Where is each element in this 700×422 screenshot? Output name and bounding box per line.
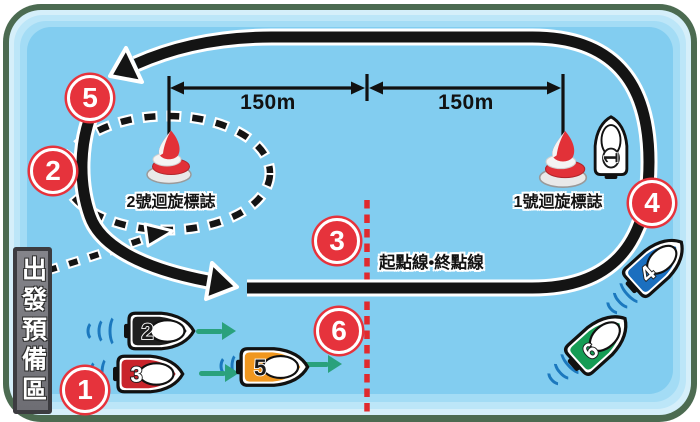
staging-area-sign-text: 出發預備區: [18, 255, 47, 406]
motion-arrow-head: [328, 355, 342, 373]
distance-left-label: 150m: [240, 91, 296, 114]
dashed-arrowhead: [143, 222, 175, 248]
boat-icon: 1: [593, 115, 629, 179]
sequence-marker-4: 4: [629, 180, 675, 226]
buoy-1-label: 1號迴旋標誌: [513, 194, 603, 211]
boat-3: 3: [113, 353, 187, 396]
buoy-2-label: 2號迴旋標誌: [126, 194, 216, 211]
boat-number: 3: [130, 362, 142, 387]
distance-right-label: 150m: [438, 91, 494, 114]
dashed-loop: [44, 110, 276, 276]
sequence-marker-5: 5: [67, 75, 113, 121]
boat-5: 5: [236, 345, 312, 389]
wake-waves: [86, 314, 120, 348]
boat-2: 2: [124, 310, 198, 353]
sequence-marker-1: 1: [62, 367, 108, 413]
motion-arrow: [302, 355, 342, 373]
motion-arrow: [199, 364, 239, 382]
sequence-marker-3: 3: [314, 218, 360, 264]
motion-arrow-head: [225, 364, 239, 382]
motion-arrow-bar: [196, 328, 223, 334]
buoy-icon: [538, 131, 588, 188]
track-arrowhead-bottom: [204, 261, 239, 301]
boat-icon: 6: [564, 315, 628, 376]
turn-buoy-1: [533, 126, 592, 195]
sequence-marker-number: 5: [82, 82, 98, 113]
staging-area-sign: 出發預備區: [13, 247, 52, 414]
buoy-icon: [146, 130, 192, 185]
boat-icon: 2: [124, 311, 196, 351]
boat-6: 6: [557, 299, 643, 382]
boat-icon: 4: [621, 238, 684, 298]
track-arrowhead-top-left: [108, 46, 144, 84]
boat-number: 2: [141, 319, 153, 344]
boat-number: 5: [254, 355, 267, 381]
sequence-marker-number: 2: [45, 155, 61, 186]
motion-arrow: [196, 322, 236, 340]
distance-measurement: [167, 74, 565, 155]
motion-arrow-bar: [302, 361, 329, 367]
sequence-marker-2: 2: [30, 148, 76, 194]
sequence-marker-number: 3: [329, 225, 345, 256]
start-finish-label: 起點線•終點線: [379, 254, 484, 272]
boat-4: 4: [615, 223, 699, 304]
boat-icon: 5: [236, 347, 310, 387]
turn-buoy-2: [141, 126, 197, 191]
sequence-marker-number: 6: [331, 315, 347, 346]
motion-arrow-bar: [199, 370, 226, 376]
track-oval: [73, 28, 658, 301]
sequence-marker-6: 6: [316, 308, 362, 354]
motion-arrow-head: [222, 322, 236, 340]
boat-number: 1: [601, 153, 623, 164]
boat-icon: 3: [113, 354, 185, 394]
sequence-marker-number: 1: [77, 374, 93, 405]
sequence-marker-number: 4: [644, 187, 660, 218]
boat-1: 1: [592, 113, 630, 179]
